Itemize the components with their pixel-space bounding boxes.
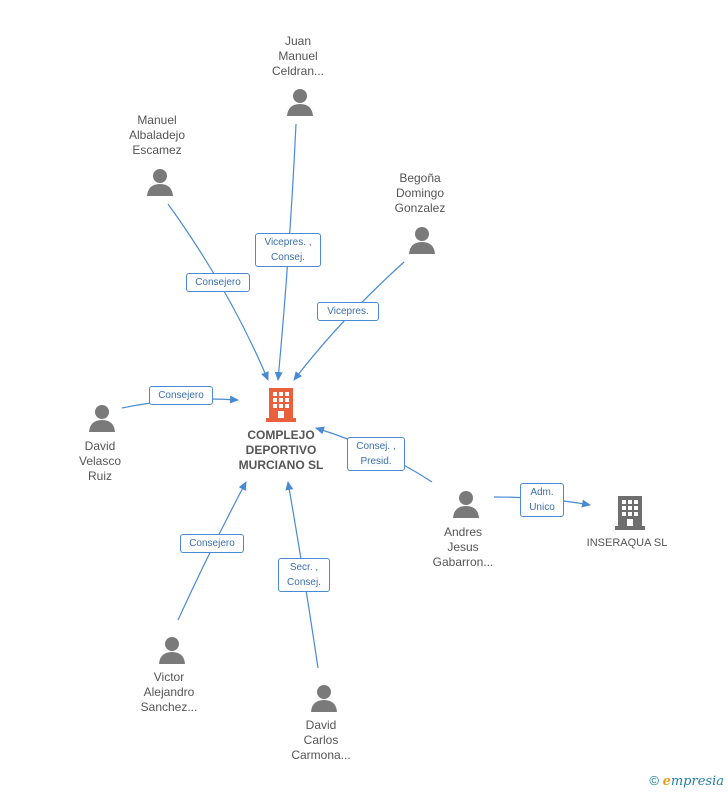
edge-label-inseraqua[interactable]: Adm. Unico (520, 483, 564, 517)
person-icon[interactable] (158, 636, 186, 664)
person-name-juan[interactable]: Juan Manuel Celdran... (271, 34, 325, 78)
person-icon[interactable] (286, 88, 314, 116)
edge-begona (293, 261, 405, 381)
person-name-david-carlos[interactable]: David Carlos Carmona... (291, 718, 351, 762)
person-icon[interactable] (146, 168, 174, 196)
edge-label-manuel[interactable]: Consejero (186, 273, 250, 292)
brand-logo-text: empresia (662, 774, 724, 789)
brand-watermark: © empresia (649, 773, 724, 789)
person-icon[interactable] (452, 490, 480, 518)
person-name-david-velasco[interactable]: David Velasco Ruiz (78, 439, 122, 483)
copyright-symbol: © (649, 773, 659, 788)
edge-label-victor[interactable]: Consejero (180, 534, 244, 553)
person-name-begona[interactable]: Begoña Domingo Gonzalez (394, 171, 446, 215)
edge-manuel (167, 203, 269, 381)
edge-label-david-velasco[interactable]: Consejero (149, 386, 213, 405)
person-icon[interactable] (408, 226, 436, 254)
edge-label-david-carlos[interactable]: Secr. , Consej. (278, 558, 330, 592)
person-name-victor[interactable]: Victor Alejandro Sanchez... (140, 670, 198, 714)
person-icon[interactable] (310, 684, 338, 712)
company-building-icon[interactable] (615, 496, 645, 530)
person-name-andres[interactable]: Andres Jesus Gabarron... (432, 525, 494, 569)
company-name-inseraqua[interactable]: INSERAQUA SL (586, 537, 668, 549)
edge-label-andres[interactable]: Consej. , Presid. (347, 437, 405, 471)
company-building-icon[interactable] (266, 388, 296, 422)
edge-label-begona[interactable]: Vicepres. (317, 302, 379, 321)
person-name-manuel[interactable]: Manuel Albaladejo Escamez (128, 113, 186, 157)
person-icon[interactable] (88, 404, 116, 432)
edge-label-juan[interactable]: Vicepres. , Consej. (255, 233, 321, 267)
company-name-center[interactable]: COMPLEJO DEPORTIVO MURCIANO SL (238, 428, 324, 472)
